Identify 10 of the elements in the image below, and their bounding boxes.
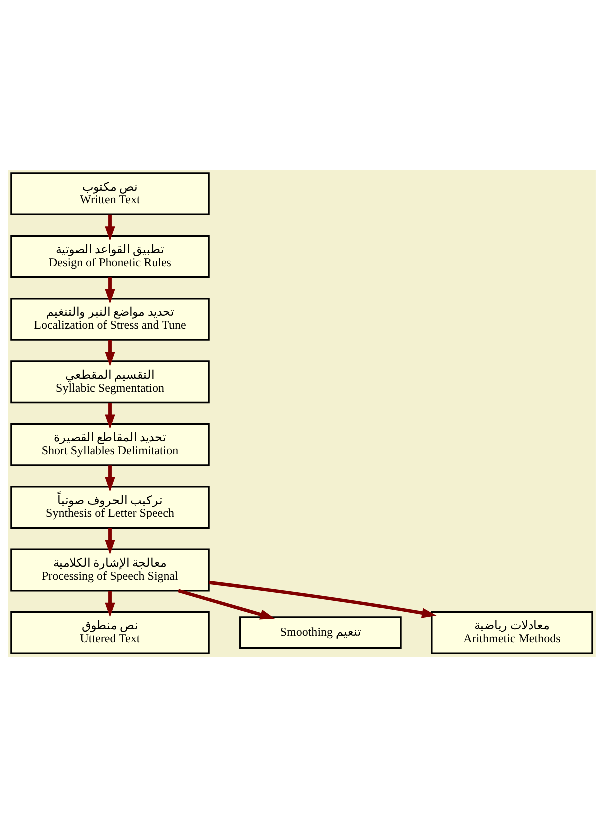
arrow bbox=[105, 214, 116, 242]
arrow bbox=[105, 278, 116, 304]
arrow bbox=[105, 402, 116, 430]
node-box: Smoothing تنعيم bbox=[240, 616, 402, 650]
arrow bbox=[178, 589, 276, 620]
arrow bbox=[105, 528, 116, 555]
arrow bbox=[105, 591, 116, 618]
arrow bbox=[105, 340, 116, 367]
arrow bbox=[105, 466, 116, 492]
arrow bbox=[209, 580, 437, 618]
